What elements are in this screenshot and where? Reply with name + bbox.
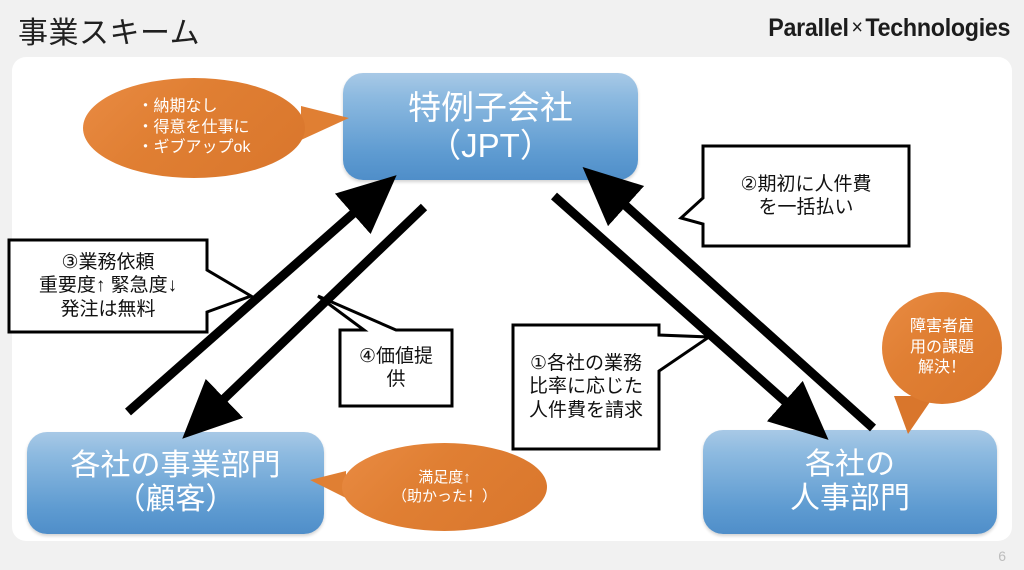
node-hr-dept-line1: 各社の — [805, 447, 895, 481]
callout-step3-line3: 発注は無料 — [60, 298, 156, 320]
node-jpt-line2: （JPT） — [428, 126, 553, 164]
bubble-jpt-merits-line1: ・納期なし — [137, 98, 218, 116]
node-business-dept-line2: （顧客） — [115, 483, 236, 516]
bubble-satisfaction-line2: （助かった！） — [391, 488, 497, 505]
bubble-solve-body — [882, 292, 1002, 404]
callout-step4-line1: ④価値提 — [358, 345, 434, 367]
bubble-satisfaction-line1: 満足度↑ — [418, 468, 471, 486]
callout-step1-line3: 人件費を請求 — [528, 399, 643, 421]
callout-step2: ②期初に人件費 を一括払い — [677, 144, 911, 248]
callout-step3-line2: 重要度↑ 緊急度↓ — [38, 275, 178, 297]
node-hr-dept-line2: 人事部門 — [790, 482, 910, 515]
bubble-satisfaction-body — [342, 443, 547, 531]
bubble-solve-line3: 解決！ — [917, 359, 966, 377]
node-business-dept-line1: 各社の事業部門 — [70, 448, 281, 482]
logo-x-icon: × — [851, 16, 863, 39]
bubble-solve-line1: 障害者雇 — [909, 318, 974, 336]
callout-step2-line1: ②期初に人件費 — [740, 173, 872, 195]
callout-step1-line1: ①各社の業務 — [529, 353, 643, 375]
node-jpt[interactable]: 特例子会社 （JPT） — [343, 73, 638, 180]
bubble-jpt-merits-body — [83, 78, 305, 178]
node-jpt-line1: 特例子会社 — [408, 88, 573, 126]
node-business-dept[interactable]: 各社の事業部門 （顧客） — [27, 432, 324, 534]
brand-logo: Parallel×Technologies — [768, 14, 1010, 43]
bubble-jpt-merits-line2: ・得意を仕事に — [137, 118, 250, 136]
bubble-solve-line2: 用の課題 — [909, 338, 974, 356]
bubble-jpt-merits-line3: ・ギブアップok — [137, 139, 251, 157]
callout-step2-line2: を一括払い — [758, 197, 854, 218]
page-title: 事業スキーム — [18, 17, 201, 50]
logo-text-left: Parallel — [767, 14, 849, 42]
node-hr-dept[interactable]: 各社の 人事部門 — [703, 430, 997, 534]
bubble-solve: 障害者雇 用の課題 解決！ — [882, 292, 1002, 434]
callout-step3-line1: ③業務依頼 — [61, 252, 155, 274]
callout-step3: ③業務依頼 重要度↑ 緊急度↓ 発注は無料 — [7, 238, 255, 334]
bubble-satisfaction: 満足度↑ （助かった！） — [310, 443, 547, 531]
logo-text-right: Technologies — [865, 14, 1010, 42]
bubble-satisfaction-tail — [310, 471, 346, 498]
callout-step1-line2: 比率に応じた — [528, 376, 643, 398]
bubble-jpt-merits: ・納期なし ・得意を仕事に ・ギブアップok — [83, 78, 349, 178]
callout-step4: ④価値提 供 — [317, 294, 454, 408]
bubble-jpt-merits-tail — [301, 106, 349, 140]
page-number: 6 — [998, 548, 1006, 564]
callout-step4-line2: 供 — [386, 369, 406, 390]
callout-step1: ①各社の業務 比率に応じた 人件費を請求 — [511, 323, 714, 451]
